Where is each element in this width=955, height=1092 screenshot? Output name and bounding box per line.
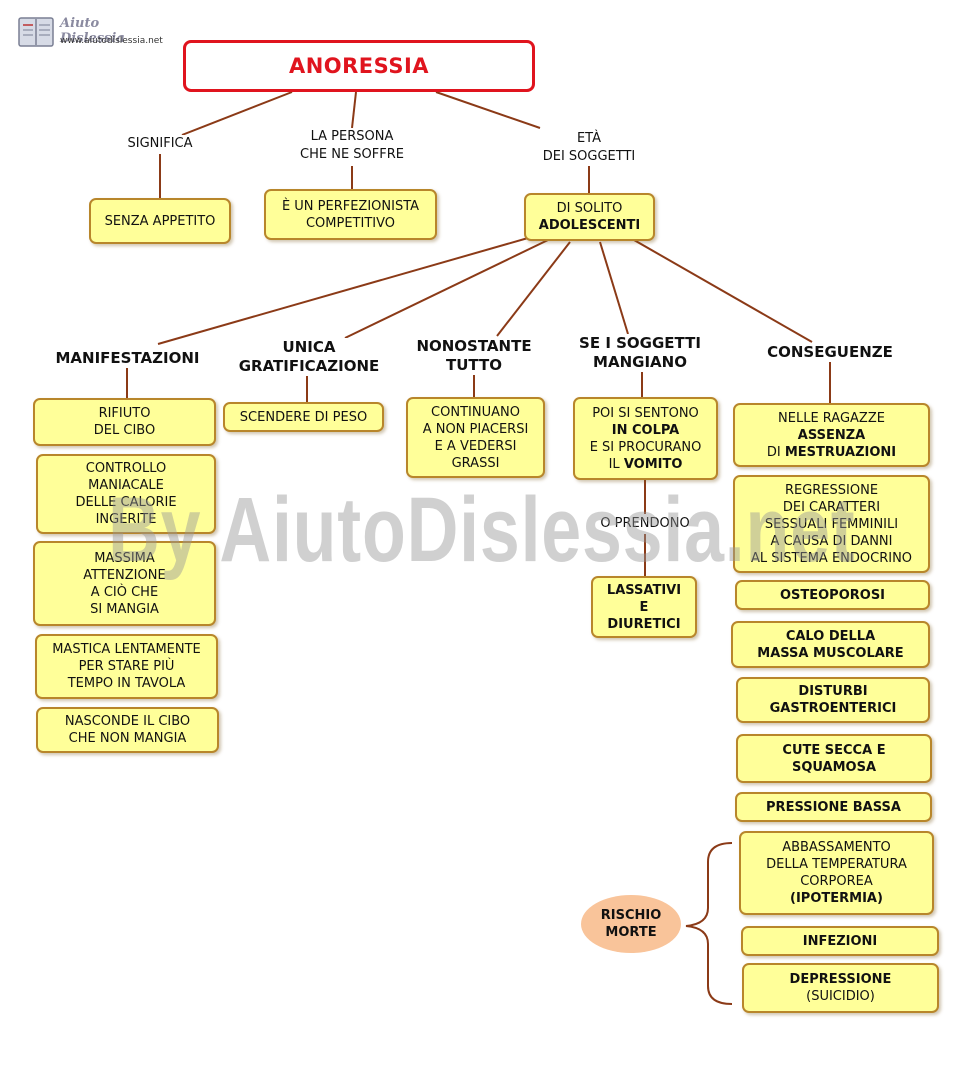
label-eta: ETÀ DEI SOGGETTI [520, 130, 658, 166]
logo-url: www.aiutodislessia.net [60, 36, 163, 46]
heading-nonostante: NONOSTANTE TUTTO [402, 337, 546, 375]
site-logo[interactable]: Aiuto Dislessia www.aiutodislessia.net [16, 14, 166, 52]
heading-mangiano: SE I SOGGETTI MANGIANO [560, 334, 720, 372]
box-pressione: PRESSIONE BASSA [735, 792, 932, 822]
label-persona: LA PERSONA CHE NE SOFFRE [278, 128, 426, 164]
box-osteoporosi: OSTEOPOROSI [735, 580, 930, 610]
heading-gratificazione: UNICA GRATIFICAZIONE [226, 338, 392, 376]
heading-conseguenze: CONSEGUENZE [752, 343, 908, 362]
box-mestruazioni: NELLE RAGAZZE ASSENZA DI MESTRUAZIONI [733, 403, 930, 467]
box-depressione: DEPRESSIONE(SUICIDIO) [742, 963, 939, 1013]
box-infezioni: INFEZIONI [741, 926, 939, 956]
logo-name: Aiuto Dislessia [60, 16, 125, 46]
box-colpa-vomito: POI SI SENTONO IN COLPA E SI PROCURANO I… [573, 397, 718, 480]
title-box: ANORESSIA [183, 40, 535, 92]
box-senza-appetito: SENZA APPETITO [89, 198, 231, 244]
label-o-prendono: O PRENDONO [586, 515, 704, 533]
label-significa: SIGNIFICA [108, 135, 212, 153]
page-title: ANORESSIA [288, 54, 430, 78]
book-logo-icon [18, 17, 54, 47]
watermark: By AiutoDislessia.net [108, 479, 856, 581]
heading-manifestazioni: MANIFESTAZIONI [40, 349, 215, 368]
box-scendere-peso: SCENDERE DI PESO [223, 402, 384, 432]
